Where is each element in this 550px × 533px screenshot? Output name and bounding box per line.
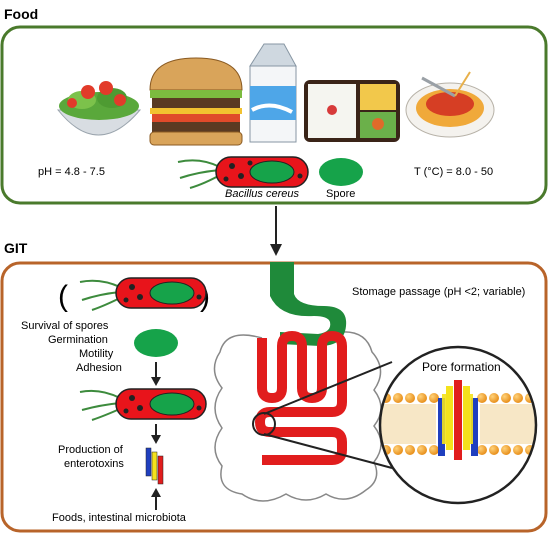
pore-formation-illustration <box>378 345 538 505</box>
spore-label: Spore <box>326 188 356 200</box>
ph-range-label: pH = 4.8 - 7.5 <box>38 166 105 178</box>
burger-icon <box>149 57 243 146</box>
salad-icon <box>56 81 142 136</box>
large-intestine-outline <box>213 331 382 502</box>
zoom-line-lower <box>263 433 393 469</box>
production-label-line1: Production of <box>58 444 123 456</box>
bento-box-icon <box>304 80 400 142</box>
enterotoxin-icon <box>145 447 164 485</box>
production-label-line2: enterotoxins <box>64 458 124 470</box>
bacterium-git-adhesion <box>79 388 207 421</box>
step-survival-of-spores: Survival of spores <box>21 320 109 332</box>
food-section-title: Food <box>4 6 39 22</box>
organism-label: Bacillus cereus <box>225 188 299 200</box>
bacterium-git-top <box>79 277 207 311</box>
paren-left: ( <box>58 280 68 313</box>
spore-food <box>319 158 363 186</box>
spaghetti-icon <box>405 71 495 138</box>
stomach <box>270 262 347 346</box>
temperature-range-label: T (°C) = 8.0 - 50 <box>414 166 494 178</box>
zoom-line-upper <box>263 361 393 415</box>
step-germination: Germination <box>48 334 108 346</box>
milk-carton-icon <box>249 43 297 143</box>
foods-microbiota-label: Foods, intestinal microbiota <box>52 512 186 524</box>
git-section-title: GIT <box>4 240 28 256</box>
small-intestine <box>255 331 347 465</box>
bacterium-food <box>177 156 309 189</box>
step-motility: Motility <box>79 348 114 360</box>
spore-git <box>134 329 178 357</box>
step-adhesion: Adhesion <box>76 362 122 374</box>
pore-formation-label: Pore formation <box>422 360 501 374</box>
stomach-passage-label: Stomage passage (pH <2; variable) <box>352 286 526 298</box>
